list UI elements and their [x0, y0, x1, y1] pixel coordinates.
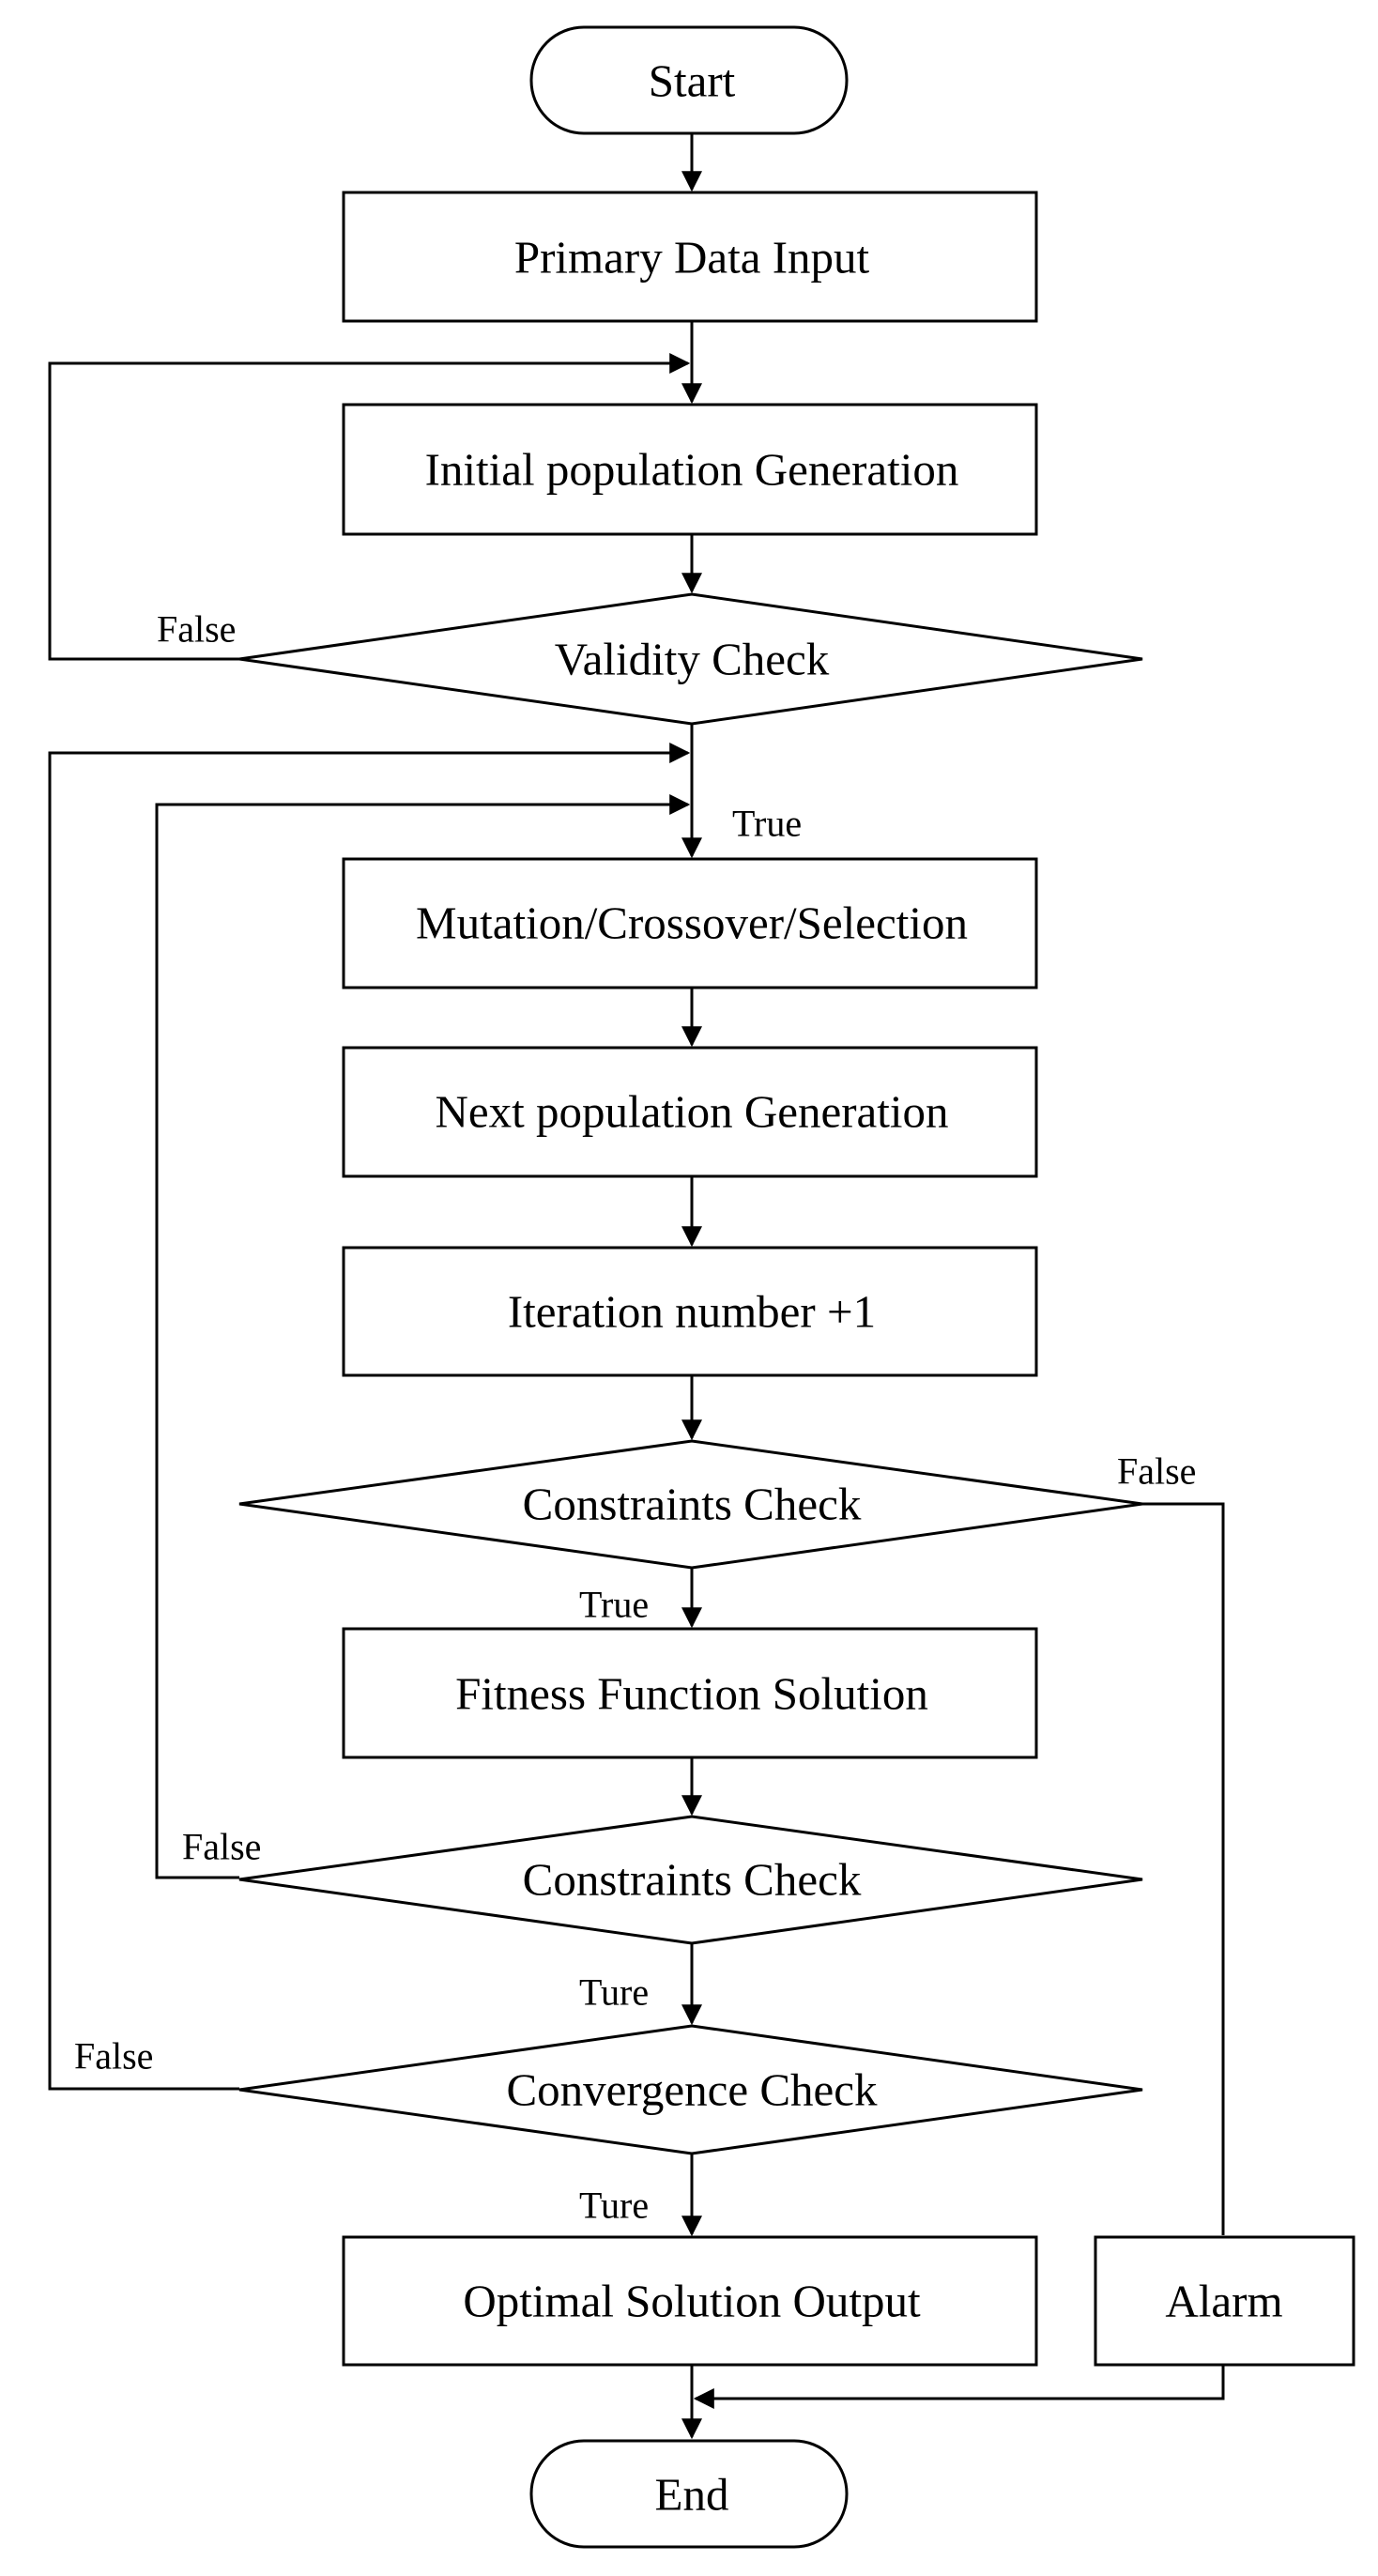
convergence-ture-label: Ture — [579, 2185, 649, 2227]
end-node: End — [529, 2439, 849, 2549]
convergence-check-label: Convergence Check — [506, 2064, 878, 2116]
alarm-label: Alarm — [1165, 2276, 1282, 2327]
optimal-output-label: Optimal Solution Output — [463, 2276, 921, 2327]
primary-data-input-node: Primary Data Input — [342, 191, 1038, 323]
constraints-check-1-node: Constraints Check — [238, 1439, 1143, 1570]
edge-constraints1-false-to-alarm — [1142, 1502, 1225, 2235]
edges — [48, 134, 1225, 2440]
iteration-label: Iteration number +1 — [508, 1286, 876, 1338]
constraints2-ture-label: Ture — [579, 1971, 649, 2014]
mutation-node: Mutation/Crossover/Selection — [342, 857, 1038, 989]
end-label: End — [655, 2469, 729, 2521]
initial-population-node: Initial population Generation — [342, 403, 1038, 536]
edge-labels: False True False True False Ture False T… — [74, 608, 1196, 2227]
edge-constraints2-false-loop — [155, 794, 691, 1879]
alarm-node: Alarm — [1094, 2235, 1355, 2367]
fitness-function-label: Fitness Function Solution — [455, 1668, 928, 1720]
start-node: Start — [529, 25, 849, 135]
next-population-node: Next population Generation — [342, 1046, 1038, 1178]
primary-data-input-label: Primary Data Input — [514, 232, 870, 284]
edge-convergence-false-loop — [48, 743, 691, 2091]
optimal-output-node: Optimal Solution Output — [342, 2235, 1038, 2367]
validity-false-label: False — [157, 608, 236, 651]
iteration-node: Iteration number +1 — [342, 1246, 1038, 1377]
next-population-label: Next population Generation — [435, 1086, 948, 1138]
initial-population-label: Initial population Generation — [425, 444, 959, 496]
convergence-false-label: False — [74, 2035, 153, 2078]
mutation-label: Mutation/Crossover/Selection — [416, 897, 968, 949]
validity-check-node: Validity Check — [238, 592, 1143, 726]
constraints-check-2-node: Constraints Check — [238, 1815, 1143, 1945]
convergence-check-node: Convergence Check — [238, 2024, 1143, 2155]
constraints1-false-label: False — [1117, 1450, 1196, 1493]
edge-validity-false-loop — [48, 353, 691, 661]
constraints-check-2-label: Constraints Check — [523, 1854, 862, 1906]
constraints-check-1-label: Constraints Check — [523, 1479, 862, 1530]
constraints2-false-label: False — [182, 1826, 261, 1868]
nodes: Start Primary Data Input Initial populat… — [238, 25, 1355, 2549]
validity-check-label: Validity Check — [555, 634, 830, 685]
edge-alarm-to-end — [693, 2366, 1225, 2409]
start-label: Start — [649, 55, 736, 107]
validity-true-label: True — [732, 803, 802, 845]
fitness-function-node: Fitness Function Solution — [342, 1627, 1038, 1759]
constraints1-true-label: True — [579, 1584, 649, 1626]
